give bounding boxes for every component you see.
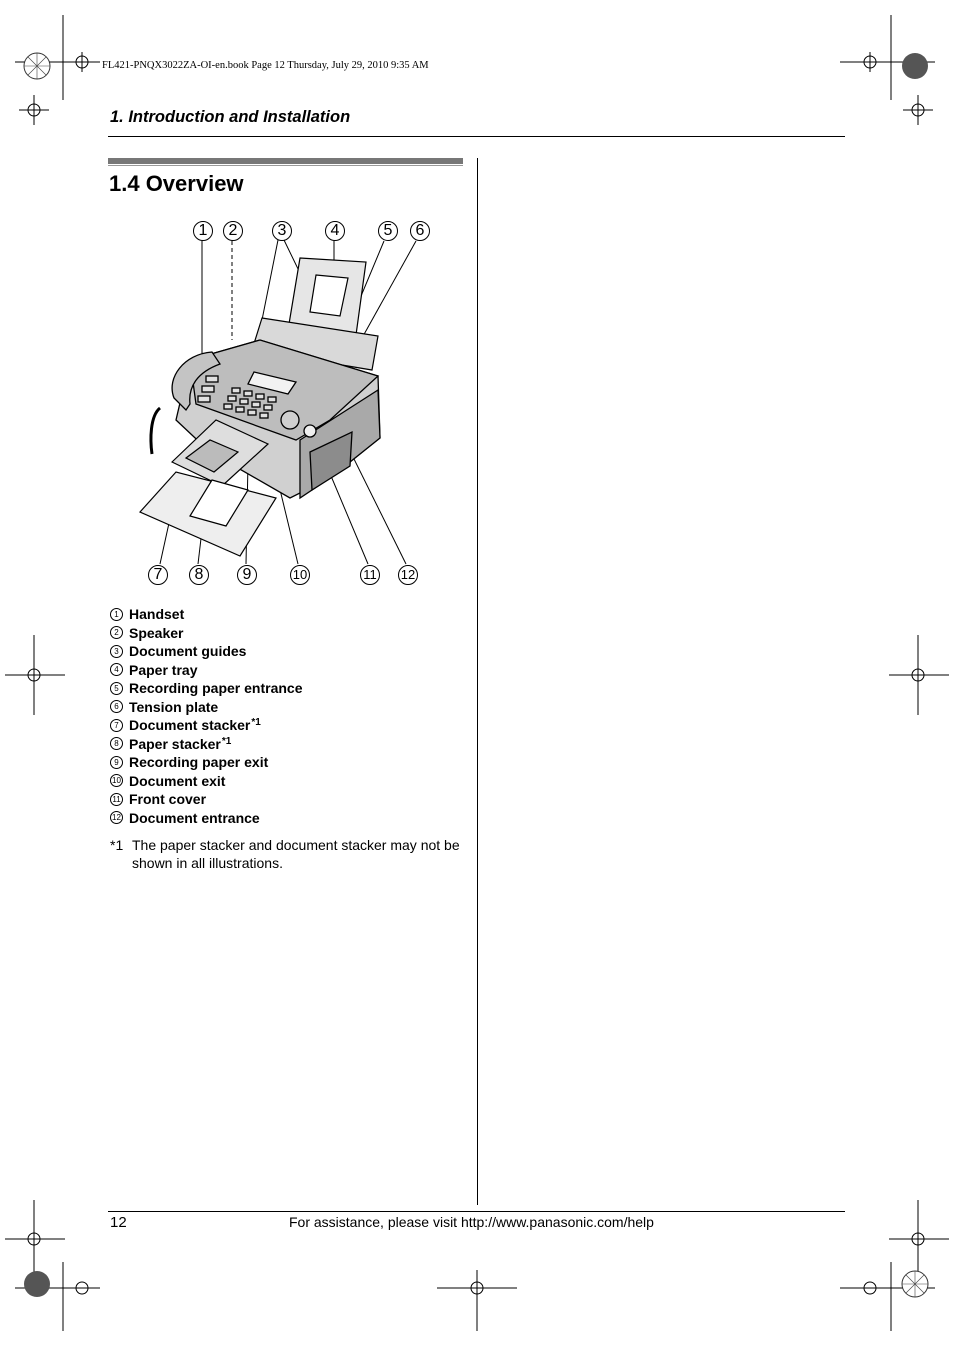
legend-item: 4 Paper tray <box>110 661 303 680</box>
callout-10: 10 <box>290 565 310 585</box>
callout-1: 1 <box>193 221 213 241</box>
callout-12: 12 <box>398 565 418 585</box>
legend-item: 12 Document entrance <box>110 809 303 828</box>
legend-number: 2 <box>110 626 123 640</box>
callout-2: 2 <box>223 221 243 241</box>
callout-9: 9 <box>237 565 257 585</box>
legend-item: 6 Tension plate <box>110 698 303 717</box>
legend-number: 1 <box>110 607 123 621</box>
legend-label: Document exit <box>129 772 226 789</box>
legend-number: 12 <box>110 811 123 825</box>
section-bar-underline <box>108 165 463 166</box>
legend-item: 11 Front cover <box>110 790 303 809</box>
section-bar <box>108 158 463 164</box>
section-title: 1.4 Overview <box>109 171 244 196</box>
legend-number: 9 <box>110 755 123 769</box>
legend-number: 4 <box>110 663 123 677</box>
footer-rule <box>108 1211 845 1212</box>
legend-number: 7 <box>110 718 123 732</box>
legend-label: Document guides <box>129 643 247 660</box>
callout-6: 6 <box>410 221 430 241</box>
fax-machine-illustration <box>138 239 417 565</box>
legend-label: Paper stacker <box>129 735 221 752</box>
legend-label: Handset <box>129 606 185 623</box>
callout-3: 3 <box>272 221 292 241</box>
footnote-text: The paper stacker and document stacker m… <box>132 837 460 871</box>
assistance-text: For assistance, please visit http://www.… <box>289 1214 654 1230</box>
callout-7: 7 <box>148 565 168 585</box>
legend-item: 10 Document exit <box>110 772 303 791</box>
chapter-title: 1. Introduction and Installation <box>110 108 351 126</box>
footnote: *1 The paper stacker and document stacke… <box>110 836 465 872</box>
header-rule <box>108 136 845 137</box>
callout-11: 11 <box>360 565 380 585</box>
column-divider <box>477 158 478 1205</box>
legend-label: Document entrance <box>129 809 260 826</box>
print-info: FL421-PNQX3022ZA-OI-en.book Page 12 Thur… <box>102 60 429 71</box>
callout-5: 5 <box>378 221 398 241</box>
legend-number: 8 <box>110 737 123 751</box>
legend-item: 5 Recording paper entrance <box>110 679 303 698</box>
legend-label: Front cover <box>129 791 207 808</box>
callout-8: 8 <box>189 565 209 585</box>
page-number: 12 <box>110 1214 127 1231</box>
legend-item: 2 Speaker <box>110 624 303 643</box>
legend-number: 3 <box>110 644 123 658</box>
legend-number: 11 <box>110 792 123 806</box>
legend-label: Recording paper exit <box>129 754 269 771</box>
callout-4: 4 <box>325 221 345 241</box>
legend-number: 6 <box>110 700 123 714</box>
legend-item: 3 Document guides <box>110 642 303 661</box>
legend-label: Recording paper entrance <box>129 680 303 697</box>
legend-number: 5 <box>110 681 123 695</box>
legend-number: 10 <box>110 774 123 788</box>
legend-label: Document stacker <box>129 717 251 734</box>
footnote-mark: *1 <box>110 837 124 853</box>
legend-label: Tension plate <box>129 698 219 715</box>
legend-item: 1 Handset <box>110 605 303 624</box>
legend-label: Paper tray <box>129 661 198 678</box>
legend-label: Speaker <box>129 624 184 641</box>
legend-item: 9 Recording paper exit <box>110 753 303 772</box>
